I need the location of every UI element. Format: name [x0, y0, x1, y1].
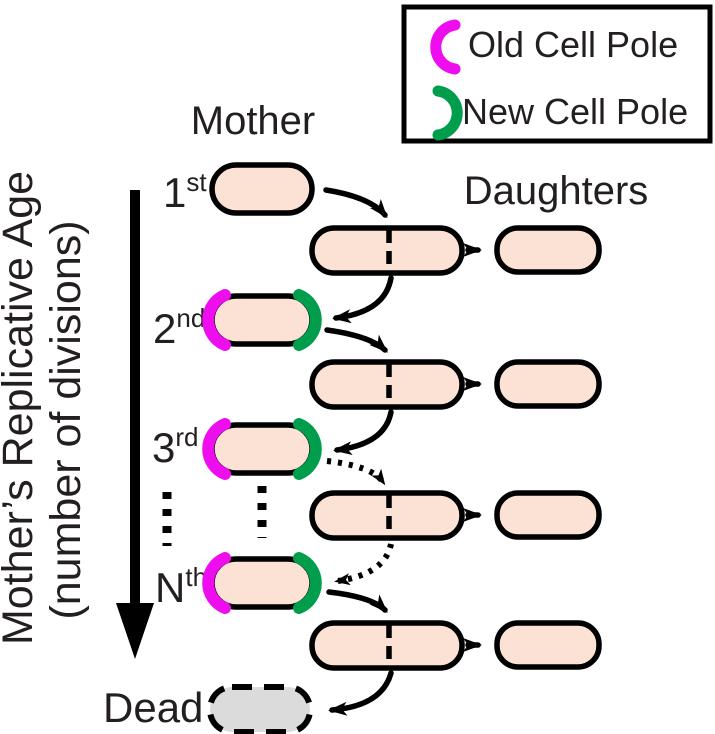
division-row-2 [309, 359, 602, 410]
row-1-suffix: st [186, 167, 207, 197]
old-pole-arc-2 [202, 289, 231, 351]
mother-cell-n [209, 556, 315, 610]
division-row-3 [309, 490, 602, 541]
row-label-1st: 1st [163, 167, 207, 216]
axis-label-line2: (number of divisions) [42, 220, 90, 619]
row-3-suffix: rd [175, 422, 198, 452]
mother-header: Mother [191, 99, 316, 143]
arrow-division4-to-dead [328, 670, 394, 716]
new-pole-arc-2 [293, 289, 322, 351]
daughter-cell-3 [494, 490, 602, 540]
replicative-age-axis: Mother’s Replicative Age (number of divi… [0, 171, 154, 659]
dotted-arrow-mother3-to-division3 [326, 458, 386, 486]
arrow-mother2-to-division2 [324, 327, 388, 353]
row-label-3rd: 3rd [152, 422, 198, 471]
dotted-arrow-division3-to-motherN [334, 543, 394, 586]
dead-label: Dead [103, 684, 203, 731]
legend-old-pole-label: Old Cell Pole [468, 24, 678, 65]
daughter-cell-4 [494, 620, 602, 670]
arrow-mother1-to-division1 [323, 187, 388, 219]
division-row-1 [309, 225, 602, 276]
dead-cell [207, 684, 313, 734]
new-pole-arc-3 [293, 418, 322, 480]
legend-new-pole-label: New Cell Pole [462, 91, 688, 132]
dividing-cell-3 [309, 490, 465, 541]
row-2-suffix: nd [176, 303, 205, 333]
row-1-ordinal: 1 [163, 169, 186, 216]
mother-cell-2 [209, 293, 315, 347]
daughters-header: Daughters [464, 169, 649, 213]
old-cell-pole-icon [430, 19, 461, 75]
new-cell-pole-icon [432, 85, 463, 141]
legend: Old Cell Pole New Cell Pole [401, 4, 713, 144]
age-axis-arrowhead-icon [116, 603, 154, 659]
old-pole-arc-n [202, 552, 231, 614]
daughter-cell-1 [494, 225, 602, 275]
mother-cell-1 [209, 162, 315, 216]
axis-label-line1: Mother’s Replicative Age [0, 171, 42, 645]
dead-cell-group: Dead [103, 684, 313, 734]
daughter-cell-2 [494, 359, 602, 409]
row-2-ordinal: 2 [153, 305, 176, 352]
mother-cell-3 [209, 422, 315, 476]
division-row-4 [309, 620, 602, 671]
dividing-cell-1 [309, 225, 465, 276]
row-n-ordinal: N [155, 564, 185, 611]
new-pole-arc-n [293, 552, 322, 614]
row-label-2nd: 2nd [153, 303, 205, 352]
old-pole-arc-3 [202, 418, 231, 480]
row-label-nth: Nth [155, 562, 207, 611]
row-n-suffix: th [185, 562, 207, 592]
arrow-division2-to-mother3 [333, 409, 394, 456]
arrow-division1-to-mother2 [332, 275, 394, 324]
dividing-cell-2 [309, 359, 465, 410]
arrow-motherN-to-division4 [326, 589, 388, 613]
dividing-cell-4 [309, 620, 465, 671]
row-3-ordinal: 3 [152, 424, 175, 471]
